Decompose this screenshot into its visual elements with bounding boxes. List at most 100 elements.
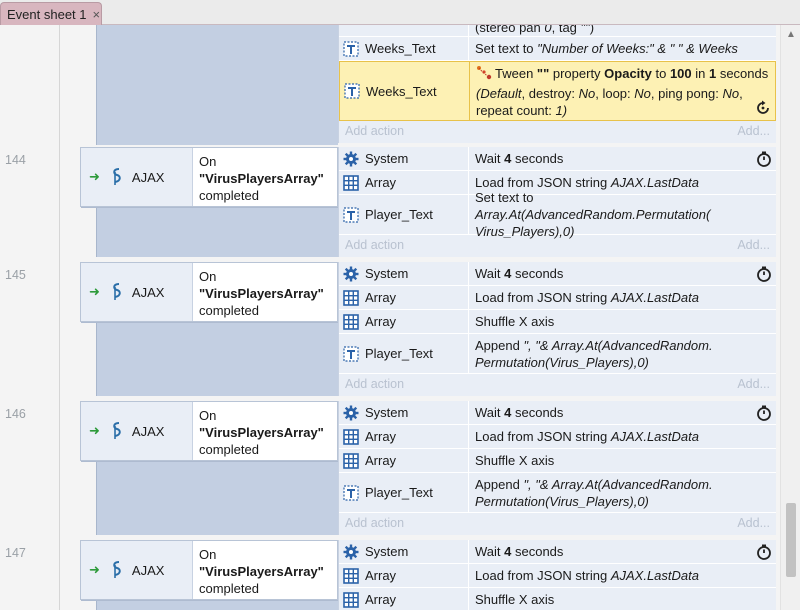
action-object-name: System bbox=[365, 544, 409, 559]
action-description[interactable]: Load from JSON string AJAX.LastData bbox=[469, 564, 776, 587]
close-icon[interactable]: × bbox=[92, 6, 101, 22]
condition-tag: "VirusPlayersArray" bbox=[199, 425, 324, 440]
action-object[interactable]: Array bbox=[339, 286, 469, 309]
gear-icon bbox=[343, 544, 359, 560]
action-object[interactable]: System bbox=[339, 540, 469, 563]
action-row[interactable]: Array Shuffle X axis bbox=[339, 588, 776, 610]
action-object[interactable]: Array bbox=[339, 449, 469, 472]
action-description[interactable]: Wait 4 seconds bbox=[469, 401, 776, 424]
ajax-icon bbox=[110, 561, 124, 579]
condition-object[interactable]: ➜AJAX bbox=[81, 148, 193, 206]
action-text: Shuffle X axis bbox=[475, 592, 555, 607]
action-object[interactable]: Player_Text bbox=[339, 195, 469, 234]
action-description[interactable]: Wait 4 seconds bbox=[469, 262, 776, 285]
action-object[interactable]: Weeks_Text bbox=[340, 62, 470, 120]
add-action-link[interactable]: Add action bbox=[345, 377, 405, 391]
grid-icon bbox=[343, 452, 359, 469]
action-description[interactable]: Wait 4 seconds bbox=[469, 147, 776, 170]
action-row[interactable]: System Wait 4 seconds bbox=[339, 262, 776, 286]
tab-event-sheet-1[interactable]: Event sheet 1 × bbox=[0, 2, 102, 25]
condition-text[interactable]: On"VirusPlayersArray"completed bbox=[199, 153, 337, 204]
action-description[interactable]: Shuffle X axis bbox=[469, 588, 776, 610]
action-description[interactable]: Wait 4 seconds bbox=[469, 540, 776, 563]
grid-icon bbox=[343, 591, 359, 608]
condition-text[interactable]: On"VirusPlayersArray"completed bbox=[199, 268, 337, 319]
action-object[interactable]: Array bbox=[339, 564, 469, 587]
condition-pane bbox=[96, 25, 338, 145]
action-object[interactable]: System bbox=[339, 401, 469, 424]
action-description[interactable]: Append ", "& Array.At(AdvancedRandom. Pe… bbox=[469, 334, 776, 373]
action-object[interactable]: System bbox=[339, 262, 469, 285]
action-object[interactable]: Array bbox=[339, 588, 469, 610]
action-description[interactable]: Shuffle X axis bbox=[469, 449, 776, 472]
action-object[interactable]: Player_Text bbox=[339, 473, 469, 512]
action-object[interactable] bbox=[339, 25, 469, 36]
condition-tag: "VirusPlayersArray" bbox=[199, 171, 324, 186]
action-description[interactable]: Load from JSON string AJAX.LastData bbox=[469, 425, 776, 448]
add-action-link[interactable]: Add action bbox=[345, 516, 405, 530]
condition-object[interactable]: ➜AJAX bbox=[81, 402, 193, 460]
gear-icon bbox=[343, 151, 359, 167]
action-description[interactable]: Load from JSON string AJAX.LastData bbox=[469, 171, 776, 194]
action-description[interactable]: Set text to Array.At(AdvancedRandom.Perm… bbox=[469, 190, 776, 239]
scrollbar-thumb[interactable] bbox=[786, 503, 796, 577]
add-menu-link[interactable]: Add... bbox=[737, 124, 770, 138]
condition-object[interactable]: ➜AJAX bbox=[81, 263, 193, 321]
action-description[interactable]: Shuffle X axis bbox=[469, 310, 776, 333]
action-description[interactable]: Tween "" property Opacity to 100 in 1 se… bbox=[470, 62, 775, 120]
action-object[interactable]: System bbox=[339, 147, 469, 170]
action-object[interactable]: Player_Text bbox=[339, 334, 469, 373]
action-description[interactable]: (stereo pan 0, tag "") bbox=[469, 25, 776, 36]
add-action-row[interactable]: Add action Add... bbox=[339, 374, 776, 396]
action-row[interactable]: System Wait 4 seconds bbox=[339, 540, 776, 564]
add-menu-link[interactable]: Add... bbox=[737, 238, 770, 252]
add-action-row[interactable]: Add action Add... bbox=[339, 121, 776, 143]
add-action-link[interactable]: Add action bbox=[345, 124, 405, 138]
scroll-up-icon[interactable]: ▲ bbox=[786, 29, 796, 40]
condition-text[interactable]: On"VirusPlayersArray"completed bbox=[199, 546, 337, 597]
action-text: Wait 4 seconds bbox=[475, 266, 564, 281]
add-action-row[interactable]: Add action Add... bbox=[339, 513, 776, 535]
action-description[interactable]: Append ", "& Array.At(AdvancedRandom. Pe… bbox=[469, 473, 776, 512]
tab-bar: Event sheet 1 × bbox=[0, 0, 800, 25]
vertical-scrollbar[interactable]: ▲ bbox=[780, 25, 800, 610]
add-menu-link[interactable]: Add... bbox=[737, 377, 770, 391]
action-text: Append ", "& Array.At(AdvancedRandom. Pe… bbox=[475, 476, 713, 509]
action-object[interactable]: Array bbox=[339, 171, 469, 194]
text-object-icon bbox=[343, 484, 359, 501]
action-object[interactable]: Weeks_Text bbox=[339, 37, 469, 60]
trigger-arrow-icon: ➜ bbox=[89, 562, 100, 577]
action-description[interactable]: Load from JSON string AJAX.LastData bbox=[469, 286, 776, 309]
condition-text[interactable]: On"VirusPlayersArray"completed bbox=[199, 407, 337, 458]
add-action-link[interactable]: Add action bbox=[345, 238, 405, 252]
action-row[interactable]: (stereo pan 0, tag "") bbox=[339, 25, 776, 37]
add-menu-link[interactable]: Add... bbox=[737, 516, 770, 530]
condition-object[interactable]: ➜AJAX bbox=[81, 541, 193, 599]
action-object[interactable]: Array bbox=[339, 425, 469, 448]
action-description[interactable]: Set text to "Number of Weeks:" & " " & W… bbox=[469, 37, 776, 60]
condition-object-name: AJAX bbox=[131, 284, 165, 300]
action-object[interactable]: Array bbox=[339, 310, 469, 333]
add-action-row[interactable]: Add action Add... bbox=[339, 235, 776, 257]
